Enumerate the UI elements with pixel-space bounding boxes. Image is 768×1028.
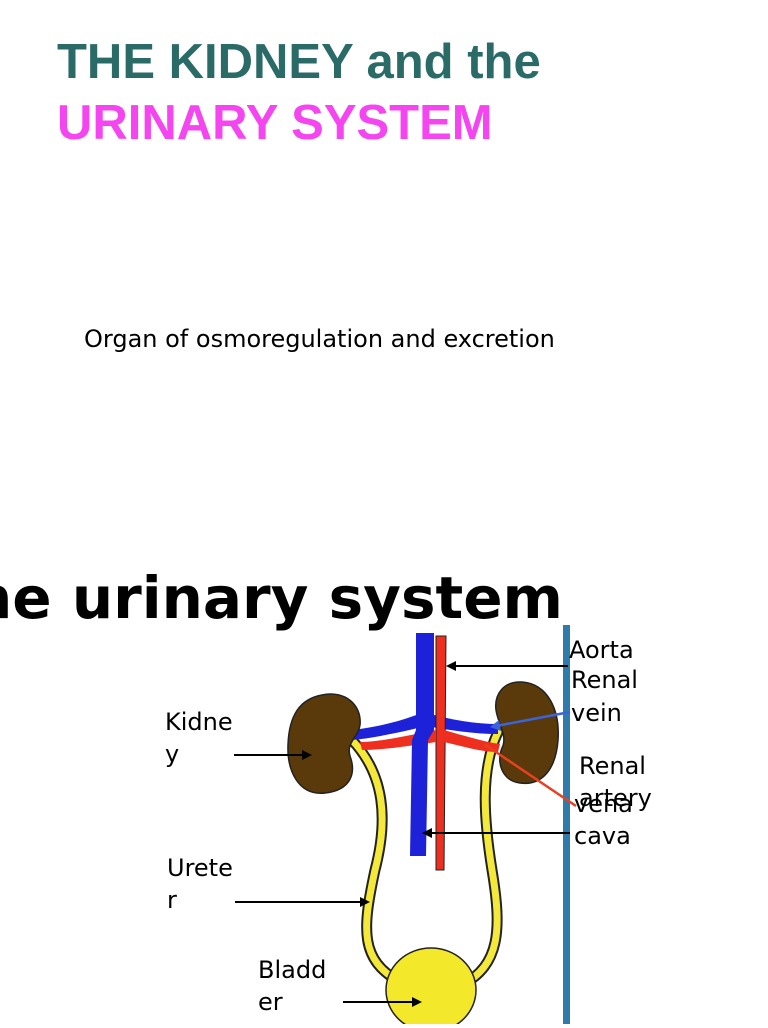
right-ureter-fill (458, 728, 502, 989)
renal-vein-label-line-1: Renal (571, 666, 638, 694)
ureter-label-line-1: Urete (167, 854, 233, 882)
bladder-label-line-2: er (258, 988, 283, 1016)
renal-vein-pointer-arrowhead (490, 720, 501, 731)
section-heading: he urinary system (0, 564, 563, 632)
aorta (435, 635, 447, 871)
vena-cava-pointer-arrowhead (422, 828, 432, 838)
vena-cava-label-line-2: cava (574, 822, 631, 850)
ureter-pointer-arrowhead (360, 897, 370, 907)
ureter-label-line-2: r (167, 886, 177, 914)
kidney-label-line-2: y (165, 740, 180, 768)
bladder (385, 947, 477, 1028)
divider-bar (563, 625, 570, 1024)
bladder-pointer-arrowhead (412, 997, 422, 1007)
renal-artery-pointer-line (483, 742, 577, 808)
renal-vein-pointer-line (495, 710, 571, 728)
renal-artery-label-line-2: artery (579, 784, 652, 812)
title-line-2: URINARY SYSTEM (57, 96, 493, 150)
right-kidney (495, 681, 559, 784)
aorta-pointer-arrowhead (446, 661, 456, 671)
kidney-label-line-1: Kidne (165, 708, 233, 736)
vena-cava (410, 633, 434, 856)
kidney-pointer-arrowhead (302, 750, 312, 760)
vena-cava-label-line-1: vena (574, 790, 633, 818)
subtitle: Organ of osmoregulation and excretion (84, 325, 555, 353)
left-renal-vein (352, 712, 426, 740)
title-line-1: THE KIDNEY and the (57, 35, 541, 89)
renal-vein-label-line-2: vein (571, 699, 622, 727)
left-kidney (287, 693, 361, 794)
renal-artery-label-line-1: Renal (579, 752, 646, 780)
left-ureter-fill (348, 736, 404, 986)
aorta-label: Aorta (569, 636, 634, 664)
bladder-label-line-1: Bladd (258, 956, 327, 984)
